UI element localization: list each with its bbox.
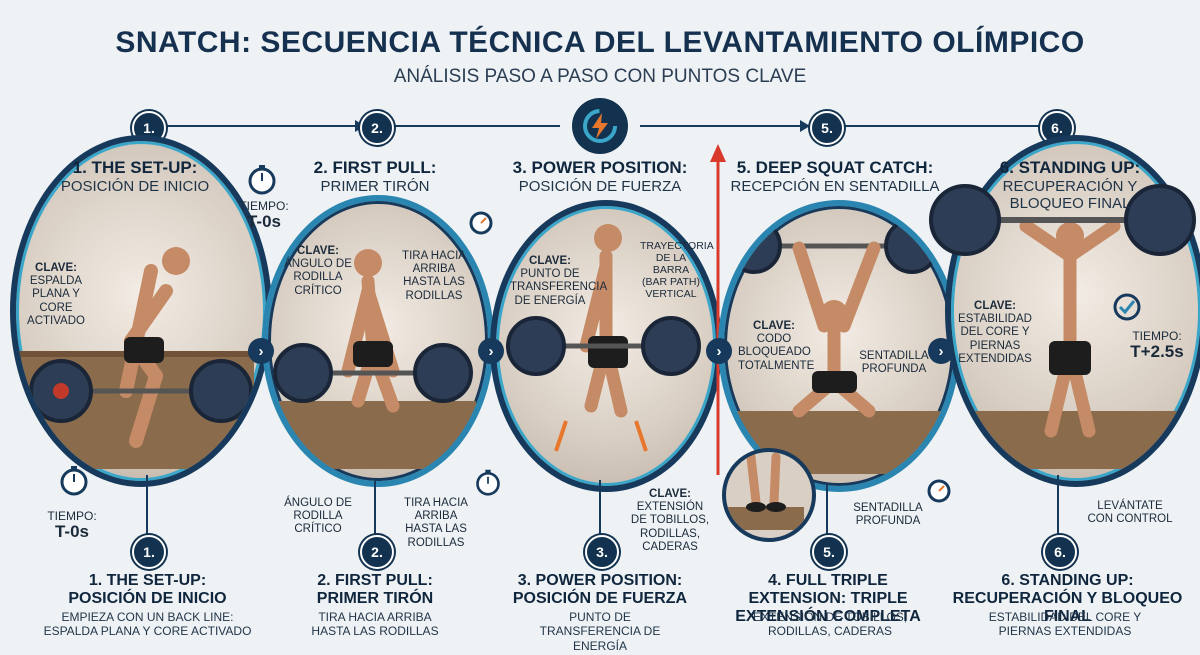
summary-6-desc: ESTABILIDAD DEL CORE Y PIERNAS EXTENDIDA… bbox=[988, 610, 1142, 639]
timer-end-value: T+2.5s bbox=[1130, 342, 1184, 362]
panel-6-key: CLAVE: ESTABILIDAD DEL CORE Y PIERNAS EX… bbox=[955, 300, 1035, 366]
note-knee-angle: ÁNGULO DE RODILLA CRÍTICO bbox=[284, 497, 352, 536]
timer-end-label: TIEMPO: bbox=[1132, 329, 1182, 343]
stopwatch-icon bbox=[58, 464, 90, 496]
panel-5-subtitle: RECEPCIÓN EN SENTADILLA bbox=[730, 178, 940, 195]
note-triple-extension-label: CLAVE: bbox=[649, 488, 691, 500]
bottom-step-number-3: 3. bbox=[585, 535, 619, 569]
timer-bottom-value: T-0s bbox=[54, 522, 90, 542]
panel-2-key-label: CLAVE: bbox=[297, 245, 339, 257]
panel-5-side-note: SENTADILLA PROFUNDA bbox=[859, 350, 929, 376]
panel-3-subtitle: POSICIÓN DE FUERZA bbox=[518, 178, 682, 195]
note-triple-extension-text: EXTENSIÓN DE TOBILLOS, RODILLAS, CADERAS bbox=[630, 501, 710, 553]
timer-start: TIEMPO: T-0s bbox=[232, 199, 296, 232]
feet-inset bbox=[722, 448, 816, 542]
page-title: SNATCH: SECUENCIA TÉCNICA DEL LEVANTAMIE… bbox=[115, 26, 1085, 59]
panel-power-position bbox=[490, 200, 722, 492]
gauge-icon bbox=[926, 478, 952, 504]
bar-path-note: TRAYECTORIA DE LA BARRA (BAR PATH) VERTI… bbox=[640, 240, 714, 301]
power-icon bbox=[572, 98, 628, 154]
panel-first-pull bbox=[262, 195, 494, 487]
timer-end: TIEMPO: T+2.5s bbox=[1120, 329, 1194, 362]
arrow-right-icon: › bbox=[928, 338, 954, 364]
panel-3-key: CLAVE: PUNTO DE TRANSFERENCIA DE ENERGÍA bbox=[510, 255, 607, 308]
overhead-barbell bbox=[929, 184, 1196, 256]
bottom-step-number-1: 1. bbox=[132, 535, 166, 569]
bottom-step-number-2: 2. bbox=[360, 535, 394, 569]
top-step-number-2: 2. bbox=[360, 111, 394, 145]
arrow-right-icon: › bbox=[248, 338, 274, 364]
bottom-connectors bbox=[146, 475, 1059, 538]
panel-6-title: 6. STANDING UP: bbox=[999, 158, 1141, 177]
check-icon bbox=[1112, 292, 1142, 322]
stopwatch-icon bbox=[474, 466, 502, 498]
summary-4-desc: EXTENSIÓN DE TOBILLOS, RODILLAS, CADERAS bbox=[752, 610, 908, 639]
summary-1-title: 1. THE SET-UP: POSICIÓN DE INICIO bbox=[68, 572, 227, 607]
arrow-right-icon: › bbox=[478, 338, 504, 364]
summary-4-title: 4. FULL TRIPLE EXTENSION: TRIPLE EXTENSI… bbox=[735, 572, 921, 625]
summary-2-desc: TIRA HACIA ARRIBA HASTA LAS RODILLAS bbox=[311, 610, 439, 639]
timer-bottom: TIEMPO: T-0s bbox=[40, 509, 104, 542]
panel-1-key: CLAVE: ESPALDA PLANA Y CORE ACTIVADO bbox=[20, 262, 92, 328]
panel-1-title: 1. THE SET-UP: bbox=[72, 158, 198, 177]
note-deep-squat: SENTADILLA PROFUNDA bbox=[853, 502, 923, 528]
top-step-number-5: 5. bbox=[810, 111, 844, 145]
note-triple-extension: CLAVE: EXTENSIÓN DE TOBILLOS, RODILLAS, … bbox=[630, 488, 710, 554]
panel-6-subtitle: RECUPERACIÓN Y BLOQUEO FINAL bbox=[1002, 178, 1138, 213]
panel-2-key: CLAVE: ÁNGULO DE RODILLA CRÍTICO bbox=[282, 245, 354, 298]
panel-6-key-label: CLAVE: bbox=[974, 300, 1016, 312]
power-position-illustration bbox=[506, 224, 701, 452]
bottom-step-number-5: 5. bbox=[812, 535, 846, 569]
bottom-step-number-6: 6. bbox=[1043, 535, 1077, 569]
summary-1-desc: EMPIEZA CON UN BACK LINE: ESPALDA PLANA … bbox=[43, 610, 252, 639]
summary-6-title: 6. STANDING UP: RECUPERACIÓN Y BLOQUEO F… bbox=[952, 572, 1183, 625]
timer-bottom-label: TIEMPO: bbox=[47, 509, 97, 523]
first-pull-illustration bbox=[268, 249, 476, 469]
timer-start-value: T-0s bbox=[246, 212, 282, 232]
page-subtitle: ANÁLISIS PASO A PASO CON PUNTOS CLAVE bbox=[393, 66, 807, 87]
panel-5-key: CLAVE: CODO BLOQUEADO TOTALMENTE bbox=[738, 320, 814, 373]
note-stand-control: LEVÁNTATE CON CONTROL bbox=[1087, 500, 1173, 526]
panel-2-key-text: ÁNGULO DE RODILLA CRÍTICO bbox=[284, 258, 352, 297]
summary-3-desc: PUNTO DE TRANSFERENCIA DE ENERGÍA bbox=[539, 610, 661, 653]
summary-2-title: 2. FIRST PULL: PRIMER TIRÓN bbox=[316, 572, 434, 607]
panel-2-side-note: TIRA HACIA ARRIBA HASTA LAS RODILLAS bbox=[402, 250, 466, 302]
summary-3-title: 3. POWER POSITION: POSICIÓN DE FUERZA bbox=[512, 572, 688, 607]
panel-5-title: 5. DEEP SQUAT CATCH: bbox=[736, 158, 934, 177]
panel-5-key-text: CODO BLOQUEADO TOTALMENTE bbox=[738, 333, 815, 372]
panel-3-key-label: CLAVE: bbox=[529, 255, 571, 267]
panel-3-key-text: PUNTO DE TRANSFERENCIA DE ENERGÍA bbox=[510, 268, 608, 307]
timer-start-label: TIEMPO: bbox=[239, 199, 289, 213]
panel-1-key-text: ESPALDA PLANA Y CORE ACTIVADO bbox=[27, 275, 85, 327]
gauge-icon bbox=[468, 210, 494, 236]
stopwatch-icon bbox=[246, 163, 278, 195]
panel-1-subtitle: POSICIÓN DE INICIO bbox=[60, 178, 210, 195]
panel-3-title: 3. POWER POSITION: bbox=[512, 158, 688, 177]
panel-setup bbox=[10, 135, 272, 487]
panel-1-key-label: CLAVE: bbox=[35, 262, 77, 274]
panel-6-key-text: ESTABILIDAD DEL CORE Y PIERNAS EXTENDIDA… bbox=[958, 313, 1032, 365]
note-pull-knees: TIRA HACIA ARRIBA HASTA LAS RODILLAS bbox=[404, 497, 468, 549]
panel-5-key-label: CLAVE: bbox=[753, 320, 795, 332]
panel-2-subtitle: PRIMER TIRÓN bbox=[320, 178, 430, 195]
panel-2-title: 2. FIRST PULL: bbox=[313, 158, 437, 177]
arrow-right-icon: › bbox=[706, 338, 732, 364]
bar-path-arrow bbox=[710, 144, 726, 475]
